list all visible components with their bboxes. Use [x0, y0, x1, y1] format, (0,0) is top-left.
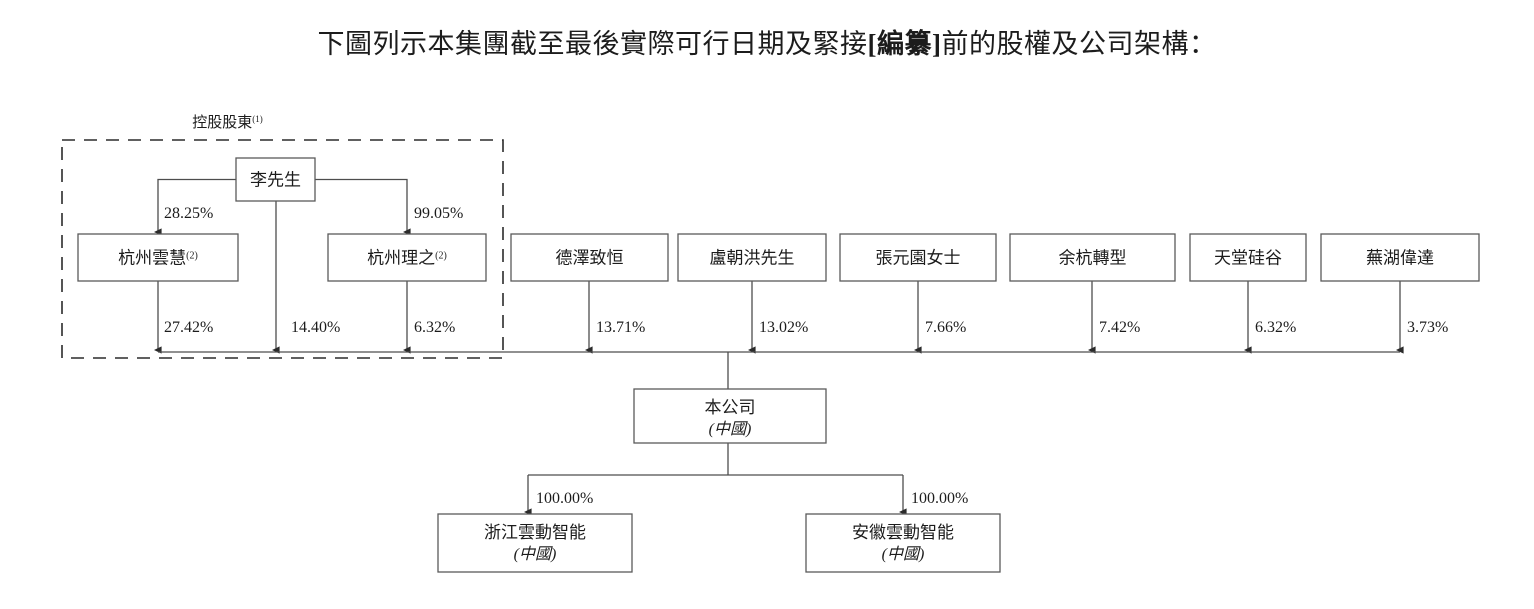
percent-label-yunhui-to-company: 27.42%	[164, 319, 213, 336]
percent-label-li-to-yunhui: 28.25%	[164, 205, 213, 222]
node-the-company-label: 本公司	[705, 398, 756, 417]
connector-li-to-lizhi	[315, 178, 411, 236]
percent-label-lu-to-company: 13.02%	[759, 319, 808, 336]
node-zhejiang-yundong[interactable]: 浙江雲動智能 (中國)	[437, 513, 633, 573]
node-the-company[interactable]: 本公司 (中國)	[633, 388, 827, 444]
node-the-company-jurisdiction: (中國)	[709, 420, 752, 438]
node-wuhu-weida[interactable]: 蕪湖偉達	[1320, 233, 1480, 282]
percent-label-li-to-lizhi: 99.05%	[414, 205, 463, 222]
percent-label-deze-to-company: 13.71%	[596, 319, 645, 336]
node-hangzhou-yunhui-box[interactable]	[77, 233, 239, 282]
percent-label-wuhu-to-company: 3.73%	[1407, 319, 1448, 336]
node-anhui-yundong-label: 安徽雲動智能	[852, 523, 954, 542]
percent-label-yuhang-to-company: 7.42%	[1099, 319, 1140, 336]
percent-label-lizhi-to-company: 6.32%	[414, 319, 455, 336]
node-tiantang-guigu-label: 天堂硅谷	[1214, 249, 1282, 268]
node-hangzhou-lizhi-box[interactable]	[327, 233, 487, 282]
node-tiantang-guigu[interactable]: 天堂硅谷	[1189, 233, 1307, 282]
node-li-xiansheng-box[interactable]	[235, 157, 316, 202]
percent-label-tiantang-to-company: 6.32%	[1255, 319, 1296, 336]
node-hangzhou-yunhui[interactable]: 杭州雲慧(2)	[77, 233, 239, 282]
node-hangzhou-yunhui-footnote: (2)	[186, 250, 198, 261]
node-yuhang-zhuanxing-label: 余杭轉型	[1059, 249, 1127, 268]
title-bracketed-term: [編纂]	[867, 29, 942, 59]
node-zhejiang-yundong-label: 浙江雲動智能	[484, 523, 586, 542]
percent-label-zhang-to-company: 7.66%	[925, 319, 966, 336]
node-li-xiansheng-label: 李先生	[250, 171, 301, 190]
node-zhang-yuanyuan-label: 張元園女士	[876, 249, 961, 268]
node-anhui-yundong-jurisdiction: (中國)	[882, 545, 925, 563]
node-wuhu-weida-box[interactable]	[1320, 233, 1480, 282]
node-zhang-yuanyuan[interactable]: 張元園女士	[839, 233, 997, 282]
node-deze-zhiheng-box[interactable]	[510, 233, 669, 282]
node-zhejiang-yundong-box[interactable]	[437, 513, 633, 573]
title-suffix: 前的股權及公司架構：	[941, 29, 1217, 59]
controlling-shareholder-footnote: (1)	[252, 114, 263, 124]
page-title: 下圖列示本集團截至最後實際可行日期及緊接[編纂]前的股權及公司架構：	[0, 22, 1534, 61]
node-lu-chaohong[interactable]: 盧朝洪先生	[677, 233, 827, 282]
controlling-shareholder-dashed-box	[61, 139, 504, 359]
percent-label-company-to-zhejiang: 100.00%	[536, 490, 593, 507]
title-prefix: 下圖列示本集團截至最後實際可行日期及緊接	[317, 29, 868, 59]
node-zhang-yuanyuan-box[interactable]	[839, 233, 997, 282]
node-hangzhou-lizhi-footnote: (2)	[435, 250, 447, 261]
node-deze-zhiheng-label: 德澤致恒	[556, 249, 624, 268]
node-anhui-yundong[interactable]: 安徽雲動智能 (中國)	[805, 513, 1001, 573]
percent-label-company-to-anhui: 100.00%	[911, 490, 968, 507]
node-hangzhou-lizhi[interactable]: 杭州理之(2)	[327, 233, 487, 282]
node-wuhu-weida-label: 蕪湖偉達	[1366, 249, 1434, 268]
percentage-label-layer: 28.25% 99.05% 27.42% 14.40% 6.32% 13.71% 13.02…	[164, 205, 1448, 507]
node-yuhang-zhuanxing[interactable]: 余杭轉型	[1009, 233, 1176, 282]
node-yuhang-zhuanxing-box[interactable]	[1009, 233, 1176, 282]
node-hangzhou-yunhui-label: 杭州雲慧(2)	[118, 249, 198, 268]
connector-layer	[153, 178, 1404, 516]
node-the-company-box[interactable]	[633, 388, 827, 444]
node-anhui-yundong-box[interactable]	[805, 513, 1001, 573]
node-zhejiang-yundong-jurisdiction: (中國)	[514, 545, 557, 563]
node-tiantang-guigu-box[interactable]	[1189, 233, 1307, 282]
node-hangzhou-lizhi-label: 杭州理之(2)	[367, 249, 447, 268]
controlling-shareholder-group: 控股股東(1)	[61, 114, 504, 359]
percent-label-li-to-company: 14.40%	[291, 319, 340, 336]
node-lu-chaohong-box[interactable]	[677, 233, 827, 282]
node-li-xiansheng[interactable]: 李先生	[235, 157, 316, 202]
node-deze-zhiheng[interactable]: 德澤致恒	[510, 233, 669, 282]
connector-li-to-yunhui	[153, 178, 236, 236]
controlling-shareholder-label: 控股股東(1)	[192, 114, 263, 131]
node-lu-chaohong-label: 盧朝洪先生	[710, 249, 795, 268]
